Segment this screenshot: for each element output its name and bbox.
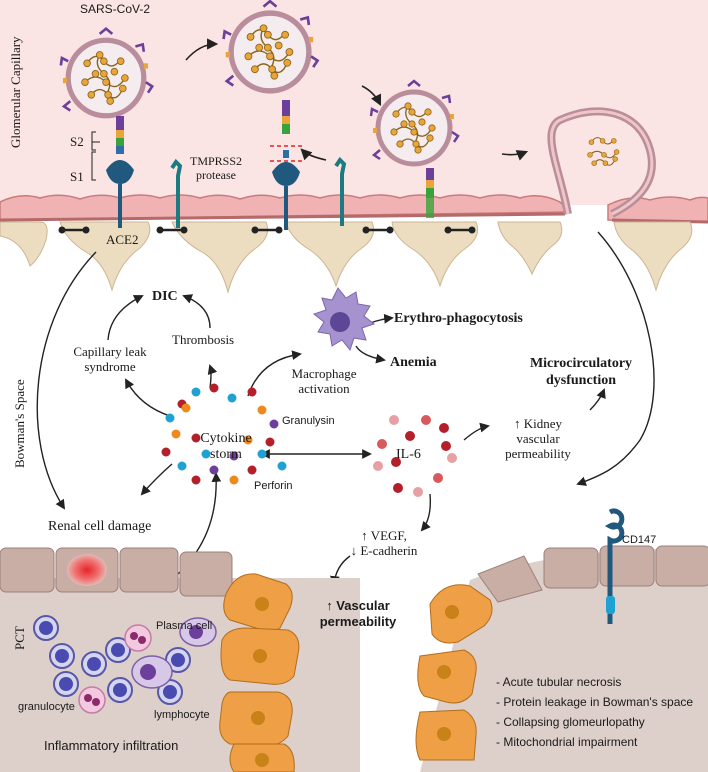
- vegf-label: ↑ VEGF,: [361, 528, 407, 543]
- cytokine-dots: [161, 383, 287, 485]
- vascular-permeability-sub: permeability: [319, 614, 397, 629]
- tmprss2-sub-label: protease: [196, 168, 236, 182]
- granulocyte-label: granulocyte: [18, 701, 75, 713]
- macrophage-label: Macrophage: [291, 366, 357, 381]
- erythrophagocytosis-label: Erythro-phagocytosis: [394, 311, 523, 326]
- infiltration-title: Inflammatory infiltration: [44, 738, 179, 753]
- plasma-cells: [131, 617, 217, 689]
- thrombosis-label: Thrombosis: [172, 332, 235, 347]
- spike-ace2-complex-2: [270, 100, 302, 230]
- virus-label: SARS-CoV-2: [80, 2, 151, 16]
- lymphocytes: [33, 615, 191, 705]
- ecadherin-label: ↓ E-cadherin: [350, 543, 418, 558]
- granulocytes: [78, 624, 152, 714]
- kidney-permeability-sub1: vascular: [516, 431, 560, 446]
- cytokine-storm-sub-label: storm: [210, 447, 242, 462]
- plasma-cell-label: Plasma cell: [156, 620, 213, 632]
- tmprss2-label: TMPRSS2: [189, 154, 243, 168]
- outcome-item: Protein leakage in Bowman's space: [496, 692, 693, 712]
- macrophage-cell: [312, 287, 376, 352]
- spike-3: [426, 168, 434, 218]
- ace2-label: ACE2: [106, 232, 139, 247]
- capillary-leak-sub-label: syndrome: [84, 359, 136, 374]
- perforin-label: Perforin: [254, 480, 293, 492]
- il6-label: IL-6: [396, 447, 421, 462]
- outcome-item: Collapsing glomeurlopathy: [496, 712, 693, 732]
- macrophage-sub-label: activation: [298, 381, 350, 396]
- renal-damage-label: Renal cell damage: [48, 519, 152, 534]
- cytokine-storm-label: Cytokine: [200, 431, 252, 446]
- cd147-label: CD147: [622, 534, 657, 546]
- il6-dots: [373, 415, 457, 497]
- anemia-label: Anemia: [390, 355, 437, 370]
- outcomes-list: Acute tubular necrosis Protein leakage i…: [496, 672, 693, 752]
- spike-ace2-complex-1: [106, 116, 134, 228]
- granulysin-label: Granulysin: [282, 415, 335, 427]
- microcirc-sub-label: dysfunction: [545, 373, 617, 388]
- microcirc-label: Microcirculatory: [529, 356, 633, 371]
- kidney-permeability-sub2: permeability: [505, 446, 571, 461]
- dic-label: DIC: [152, 289, 178, 304]
- region-label-bowmans-space: Bowman's Space: [12, 379, 27, 468]
- vascular-permeability-label: ↑ Vascular: [326, 598, 390, 613]
- s1-label: S1: [70, 169, 84, 184]
- region-label-glomerular-capillary: Glomerular Capillary: [8, 36, 23, 148]
- outcome-item: Acute tubular necrosis: [496, 672, 693, 692]
- capillary-leak-label: Capillary leak: [73, 344, 147, 359]
- lymphocyte-label: lymphocyte: [154, 709, 210, 721]
- s2-label: S2: [70, 134, 84, 149]
- outcome-item: Mitochondrial impairment: [496, 732, 693, 752]
- region-label-pct: PCT: [12, 626, 27, 650]
- cd147-receptor: [604, 508, 625, 624]
- kidney-permeability-label: ↑ Kidney: [513, 416, 563, 431]
